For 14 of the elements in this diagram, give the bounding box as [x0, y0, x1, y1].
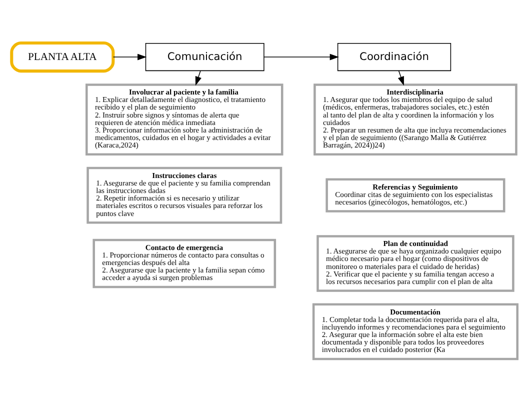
arrow: [264, 54, 339, 60]
node-box: Plan de continuidad 1. Asegurarse de que se haya organizado cualquier equipo médico necesario para el hogar (como dispositivos de monitoreo o materiales para el cuidado de heridas) 2. Verificar que el paciente y su familia tengan acceso a los recursos necesarios para cumplir con el plan de alta: [316, 235, 514, 292]
node-box: Comunicación: [145, 43, 264, 72]
node-box: Interdisciplinaria 1. Asegurar que todos los miembros del equipo de salud (médicos, enfermeras, trabajadores sociales, etc.) estén al tanto del plan de alta y coordinen la información y los cuidados 2. Preparar un resumen de alta que incluya recomendaciones y el plan de seguimiento ((Sarango Malla & Gutiérrez Barragán, 2024))24): [314, 84, 518, 156]
node-box: Contacto de emergencia 1. Proporcionar números de contacto para consultas o emergencias después del alta 2. Asegurarse que la paciente y la familia sepan cómo acceder a ayuda si surgen problemas: [92, 238, 276, 288]
node-box: Coordinación: [337, 43, 452, 72]
node-box: Documentación 1. Completar toda la documentación requerida para el alta, incluyendo informes y recomendaciones para el seguimiento 2. Asegurar que la información sobre el alta este bien documentada y disponible para todos los proveedores involucrados en el cuidado posterior (Ka: [312, 303, 518, 360]
node-box: PLANTA ALTA: [10, 42, 115, 73]
node-box: Instrucciones claras 1. Asegurarse de que el paciente y su familia comprendan las instrucciones dadas 2. Repetir información si es necesario y utilizar materiales escritos o recursos visuales para reforzar los puntos clave: [86, 166, 282, 224]
arrow: [112, 54, 147, 60]
node-box: Involucrar al paciente y la familia 1. Explicar detalladamente el diagnostico, el tratamiento recibido y el plan de seguimiento 2. Instruir sobre signos y síntomas de alerta que requieren de atención médica inmediata 3. Proporcionar información sobre la administración de medicamentos, cuidados en el hogar y actividades a evitar (Karaca,2024): [86, 84, 284, 156]
arrow: [398, 70, 404, 86]
node-box: Referencias y Seguimiento Coordinar citas de seguimiento con los especialistas necesarios (ginecólogos, hematólogos, etc.): [326, 178, 506, 212]
arrow: [195, 70, 202, 86]
